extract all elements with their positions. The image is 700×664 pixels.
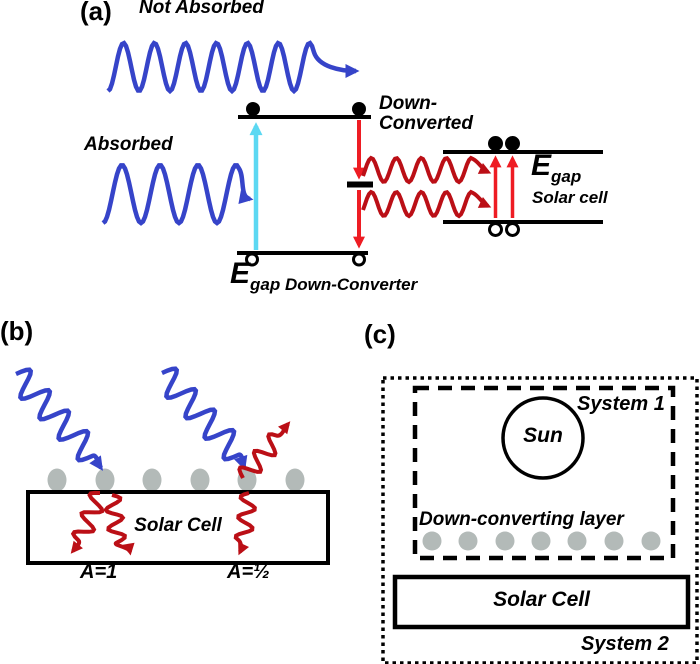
converter-particle (604, 531, 624, 551)
panel-a-label: (a) (80, 0, 112, 26)
converter-particle (531, 531, 551, 551)
down-converted-line1: Down- (379, 93, 438, 114)
electron-dot (505, 136, 520, 151)
down-converted-photon-wave-lower (361, 189, 492, 219)
system1-label: System 1 (577, 393, 665, 415)
hole-circle (245, 252, 259, 267)
b-solar-cell-label: Solar Cell (134, 515, 222, 536)
electron-dot (488, 136, 503, 151)
egap-subscript: gap (551, 167, 582, 186)
down-converted-line2: Converted (379, 113, 473, 134)
egap-symbol: E (230, 257, 251, 290)
hole-circle (488, 222, 503, 237)
converter-particle (641, 531, 661, 551)
converter-particle (190, 468, 210, 492)
converter-particle (95, 468, 115, 492)
panel-b-label: (b) (0, 316, 34, 346)
panel-c-label: (c) (364, 319, 396, 349)
egap-subscript: gap Down-Converter (250, 275, 418, 294)
egap-symbol: E (531, 149, 552, 182)
egap-solar-cell-label: Egap (531, 150, 581, 186)
down-converted-photon-wave-upper (361, 155, 492, 185)
system2-label: System 2 (581, 633, 669, 655)
down-converted-label: Down- Converted (379, 94, 473, 134)
c-solar-cell-label: Solar Cell (493, 588, 590, 611)
hole-circle (352, 252, 366, 267)
c-system1-box (412, 385, 676, 561)
b-emitted-photon-wave-right (103, 493, 135, 556)
absorbed-photon-wave (101, 163, 254, 226)
b-emitted-photon-wave-left (70, 490, 105, 554)
converter-particle (495, 531, 515, 551)
absorbed-label: Absorbed (84, 134, 173, 155)
hole-circle (505, 222, 520, 237)
solar-cell-caption: Solar cell (532, 188, 608, 207)
converter-particle (458, 531, 478, 551)
b-escaping-photon-wave (237, 421, 291, 479)
not-absorbed-label: Not Absorbed (139, 0, 264, 18)
absorptance-full-label: A=1 (80, 561, 118, 583)
down-converting-layer-label: Down-converting layer (419, 509, 624, 530)
c-solar-cell-box (392, 574, 691, 630)
not-absorbed-photon-wave (106, 40, 360, 95)
b-incident-photon-wave-2 (161, 366, 248, 471)
sun-label: Sun (523, 424, 563, 447)
electron-dot (352, 102, 366, 116)
electron-dot (246, 102, 260, 116)
converter-particle (285, 468, 305, 492)
converter-particle (142, 468, 162, 492)
sun-circle (501, 396, 585, 480)
b-incident-photon-wave-1 (15, 367, 103, 471)
converter-particle (47, 468, 67, 492)
converter-particle (567, 531, 587, 551)
egap-down-converter-label: Egap Down-Converter (230, 258, 417, 294)
absorptance-half-label: A=½ (227, 561, 270, 583)
b-emitted-photon-wave-down (233, 491, 257, 556)
converter-particle (422, 531, 442, 551)
